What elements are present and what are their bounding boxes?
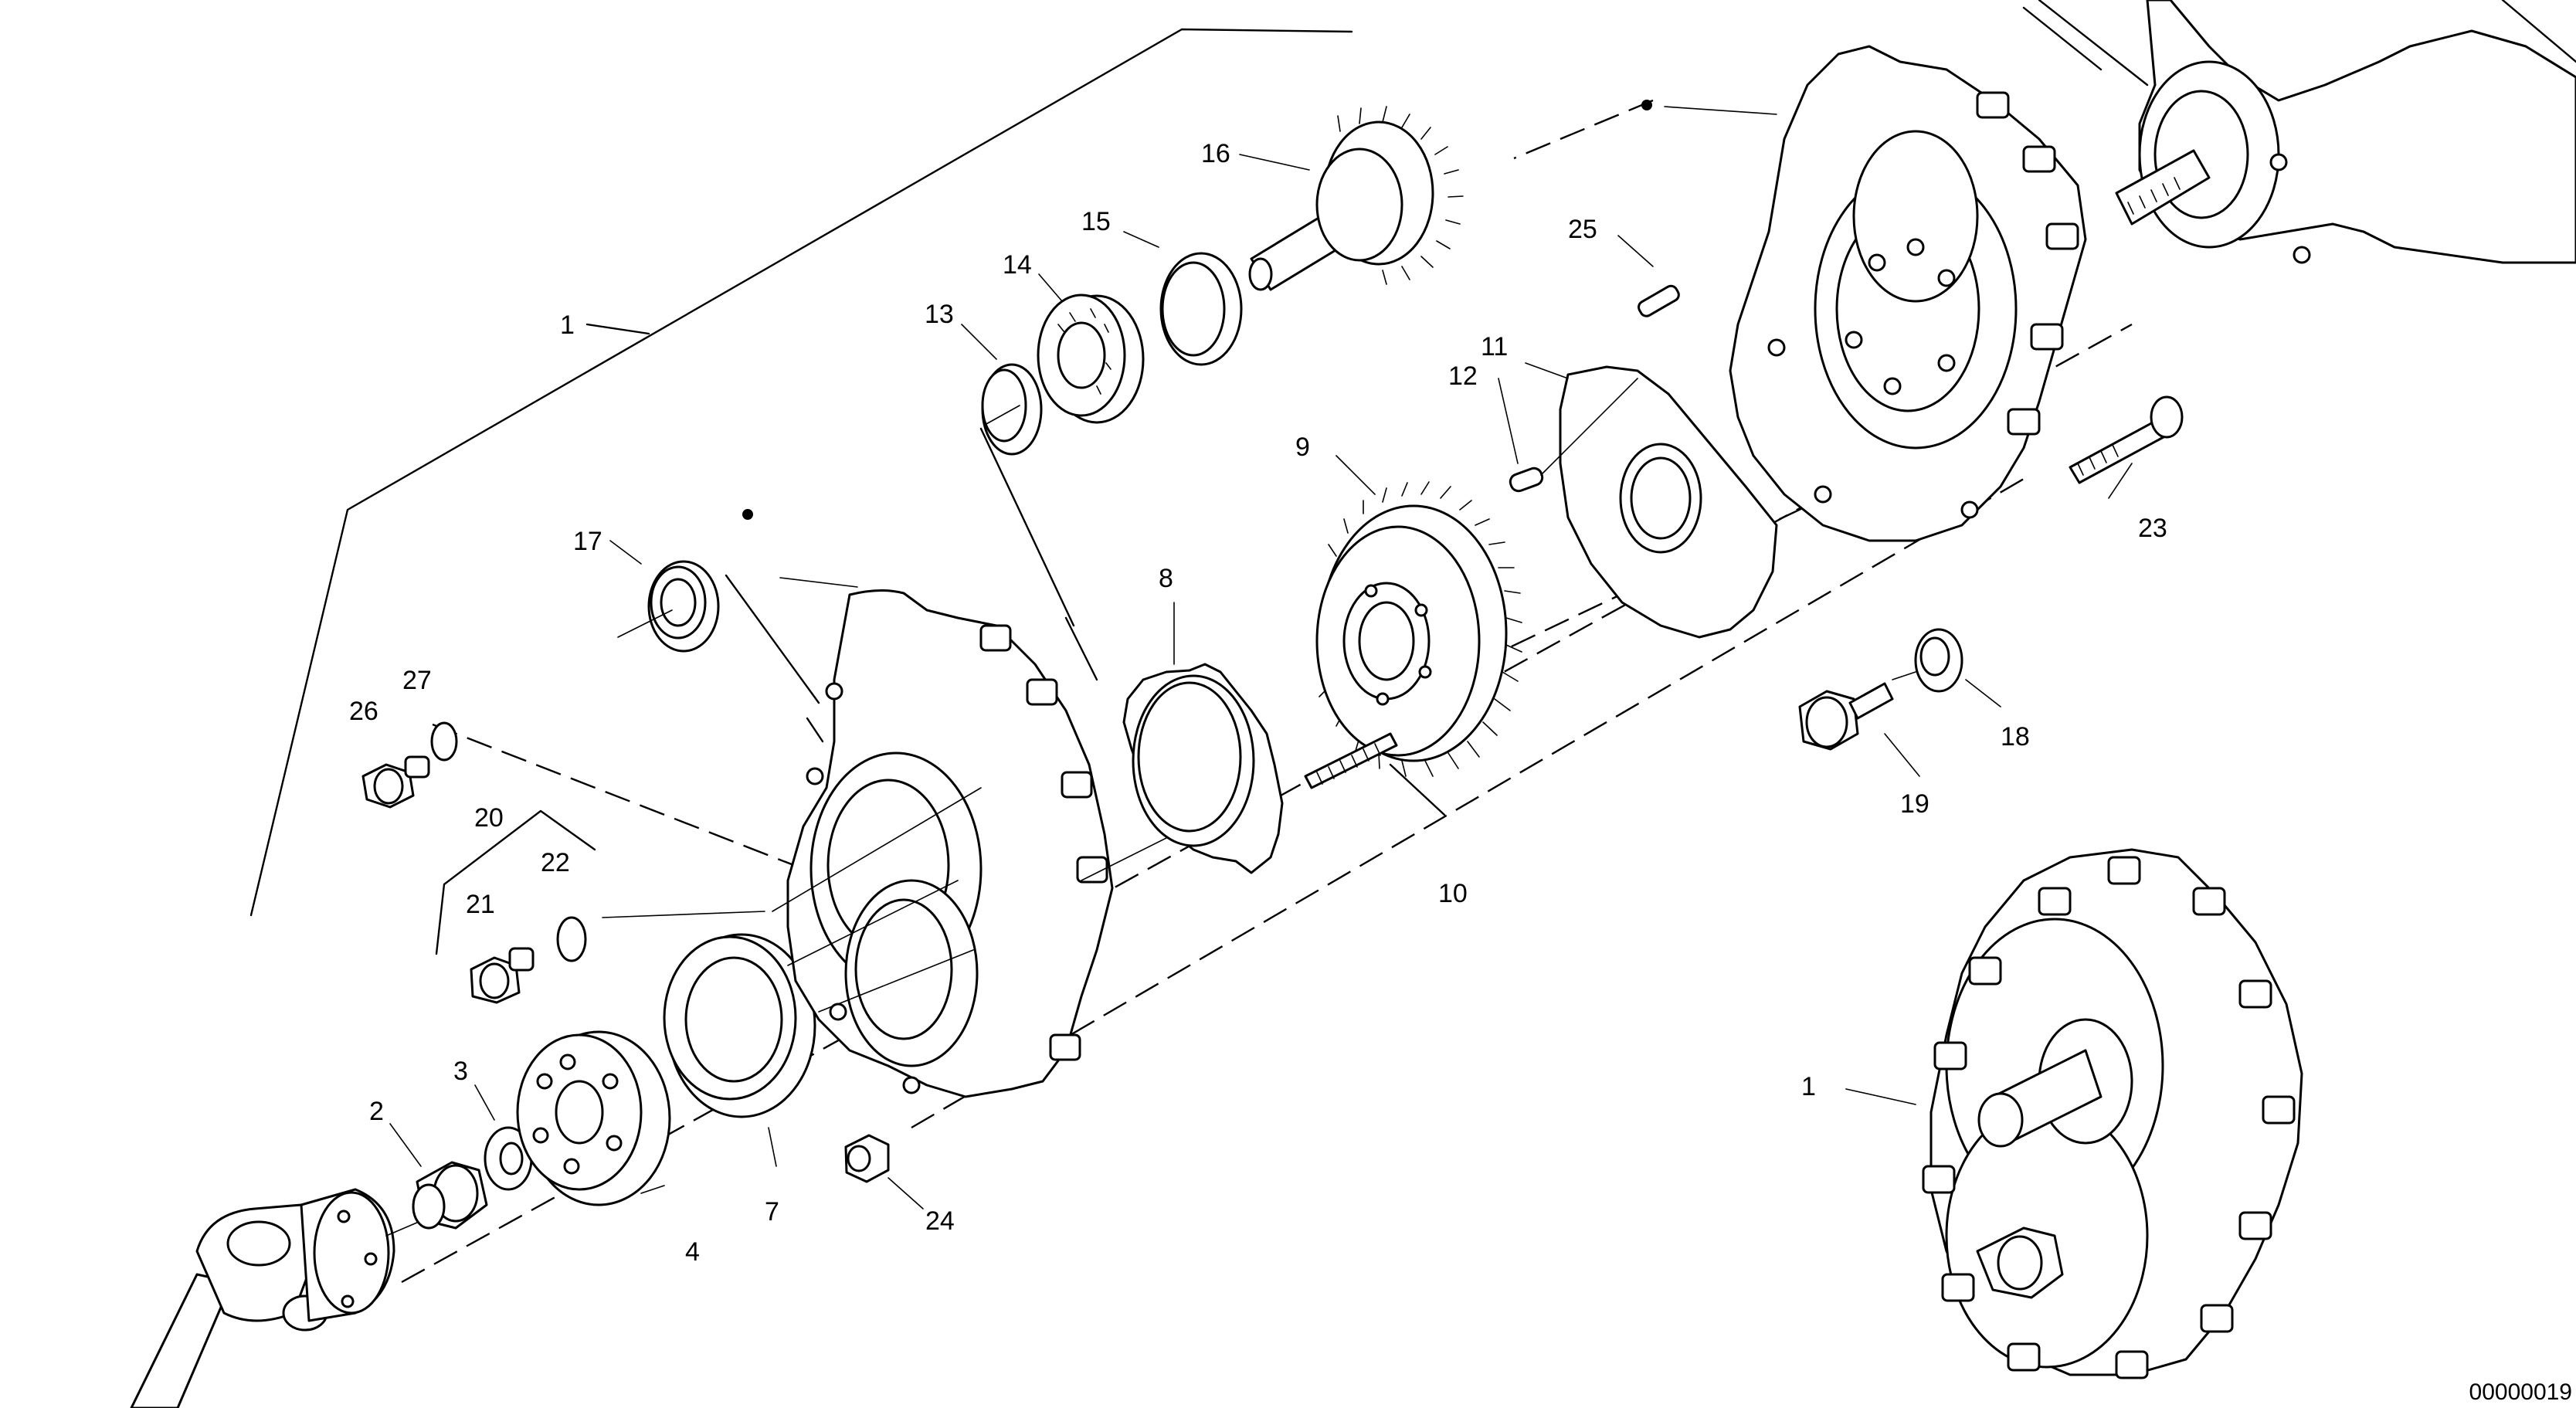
callout-21: 21 <box>466 890 495 919</box>
part-7-seal-ring <box>663 933 816 1118</box>
part-21-plug <box>470 947 535 1004</box>
callout-26: 26 <box>349 697 378 726</box>
part-2-nut <box>412 1161 488 1230</box>
part-8-tab-washer <box>1122 663 1284 874</box>
callout-9: 9 <box>1295 433 1310 462</box>
callout-25: 25 <box>1568 215 1597 244</box>
callout-10: 10 <box>1438 879 1468 908</box>
part-9-gear <box>1315 481 1522 777</box>
callout-16: 16 <box>1201 139 1230 168</box>
callout-labels: 1 1 2 3 4 7 8 9 10 11 12 13 14 15 16 17 … <box>349 139 2167 1267</box>
complete-assembly <box>1922 848 2303 1379</box>
assembly-bracket <box>249 28 1353 917</box>
part-12-pin <box>1509 467 1544 493</box>
gearbox-housing-left <box>772 589 1114 1098</box>
document-id: 00000019 <box>2469 1379 2572 1405</box>
part-26-plug <box>361 755 430 809</box>
callout-4: 4 <box>685 1237 700 1267</box>
part-11-plate <box>1559 365 1778 639</box>
leader-lines <box>389 106 2133 1210</box>
part-19-bolt <box>1798 682 1894 751</box>
part-27-ring <box>430 721 458 762</box>
reference-dot <box>742 509 753 520</box>
part-15-snap-ring <box>1159 252 1243 366</box>
reference-dot <box>1641 100 1652 110</box>
callout-3: 3 <box>453 1057 468 1086</box>
callout-11: 11 <box>1481 332 1508 361</box>
callout-2: 2 <box>369 1097 384 1126</box>
callout-17: 17 <box>573 527 602 556</box>
group-20-bracket <box>435 809 596 955</box>
callout-20: 20 <box>474 803 504 833</box>
callout-1-bracket: 1 <box>560 310 575 340</box>
gearbox-housing-right <box>1729 45 2087 542</box>
part-22-ring <box>556 916 587 962</box>
part-17-seal <box>617 560 720 653</box>
part-16-pinion-shaft <box>1248 106 1464 291</box>
callout-24: 24 <box>925 1206 955 1236</box>
part-24-nut <box>844 1134 890 1183</box>
callout-8: 8 <box>1159 564 1173 593</box>
axle-housing-top-right <box>2022 0 2576 264</box>
callout-15: 15 <box>1081 207 1111 236</box>
callout-1-assembly: 1 <box>1801 1072 1816 1101</box>
callout-14: 14 <box>1003 250 1032 280</box>
part-25-pin <box>1638 284 1680 317</box>
callout-22: 22 <box>541 848 570 877</box>
callout-12: 12 <box>1448 361 1478 391</box>
part-4-flange <box>516 1030 671 1206</box>
part-18-washer <box>1914 628 1963 693</box>
callout-23: 23 <box>2138 514 2167 543</box>
part-3-washer <box>484 1126 533 1191</box>
callout-18: 18 <box>2001 722 2030 751</box>
part-23-bolt <box>2069 395 2184 484</box>
callout-27: 27 <box>402 666 432 695</box>
part-14-bearing <box>1037 293 1145 424</box>
part-10-stud <box>1304 732 1398 789</box>
callout-7: 7 <box>765 1197 779 1226</box>
callout-19: 19 <box>1900 789 1929 819</box>
driveshaft-u-joint <box>130 1188 441 1408</box>
callout-13: 13 <box>925 300 954 329</box>
